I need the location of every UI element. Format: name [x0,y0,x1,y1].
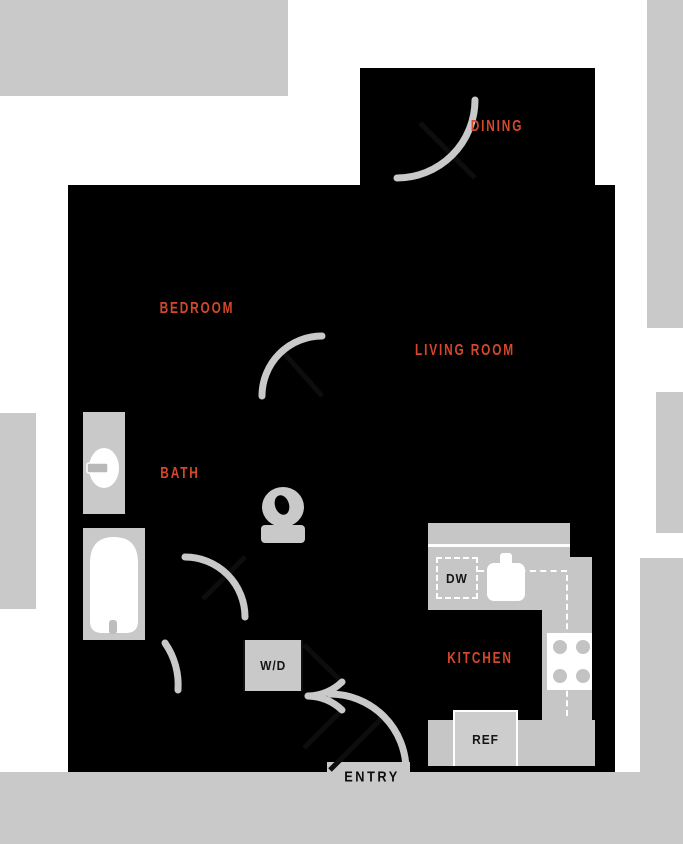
stove [547,633,592,690]
kitchen-sink [487,563,525,601]
entry-door-leaf [328,714,386,772]
closet-bifold-arc-bottom [304,692,346,714]
door-swing-arcs [161,96,479,774]
room-label-dining: DINING [470,118,524,135]
closet-bifold-leaf-top [302,643,344,684]
vanity-faucet [86,462,109,474]
dishwasher-label: DW [446,570,468,586]
entry-label: ENTRY [344,768,400,786]
context-block-top-left [0,0,288,96]
toilet-bowl-hole [274,495,290,515]
bedroom-door-leaf [281,350,324,398]
room-label-kitchen: KITCHEN [447,650,513,667]
bathtub-drain [109,620,117,634]
toilet-tank [261,525,305,543]
kitchen-counter-edge-line [428,544,570,547]
dishwasher: DW [436,557,478,599]
bedroom-door-arc [258,332,326,400]
unit-dining-block [360,68,595,185]
context-block-bottom [0,772,683,844]
context-block-right [656,392,683,533]
entry-door-arc [326,690,410,774]
bath-door-leaf [201,555,247,601]
door-leaves [201,121,477,772]
room-label-bath: BATH [160,465,200,482]
refrigerator: REF [453,710,518,766]
closet-bifold-leaf-bottom [302,708,344,750]
dining-door-arc [393,96,479,182]
room-label-bedroom: BEDROOM [159,300,235,317]
burner-icon [553,669,567,683]
context-block-left [0,413,36,609]
entry-door-opening [327,762,410,774]
room-label-living-room: LIVING ROOM [415,342,515,359]
bath-closet-door-arc [161,639,182,694]
burner-icon [576,640,590,654]
washer-dryer: W/D [243,640,303,691]
burner-icon [576,669,590,683]
context-block-top-right [647,0,683,328]
washer-dryer-label: W/D [259,658,287,673]
dining-door-leaf [418,121,477,180]
burner-icon [553,640,567,654]
unit-main-block [68,185,615,772]
refrigerator-label: REF [472,731,499,747]
bathtub-basin [90,537,138,633]
bath-door-arc [181,553,249,621]
